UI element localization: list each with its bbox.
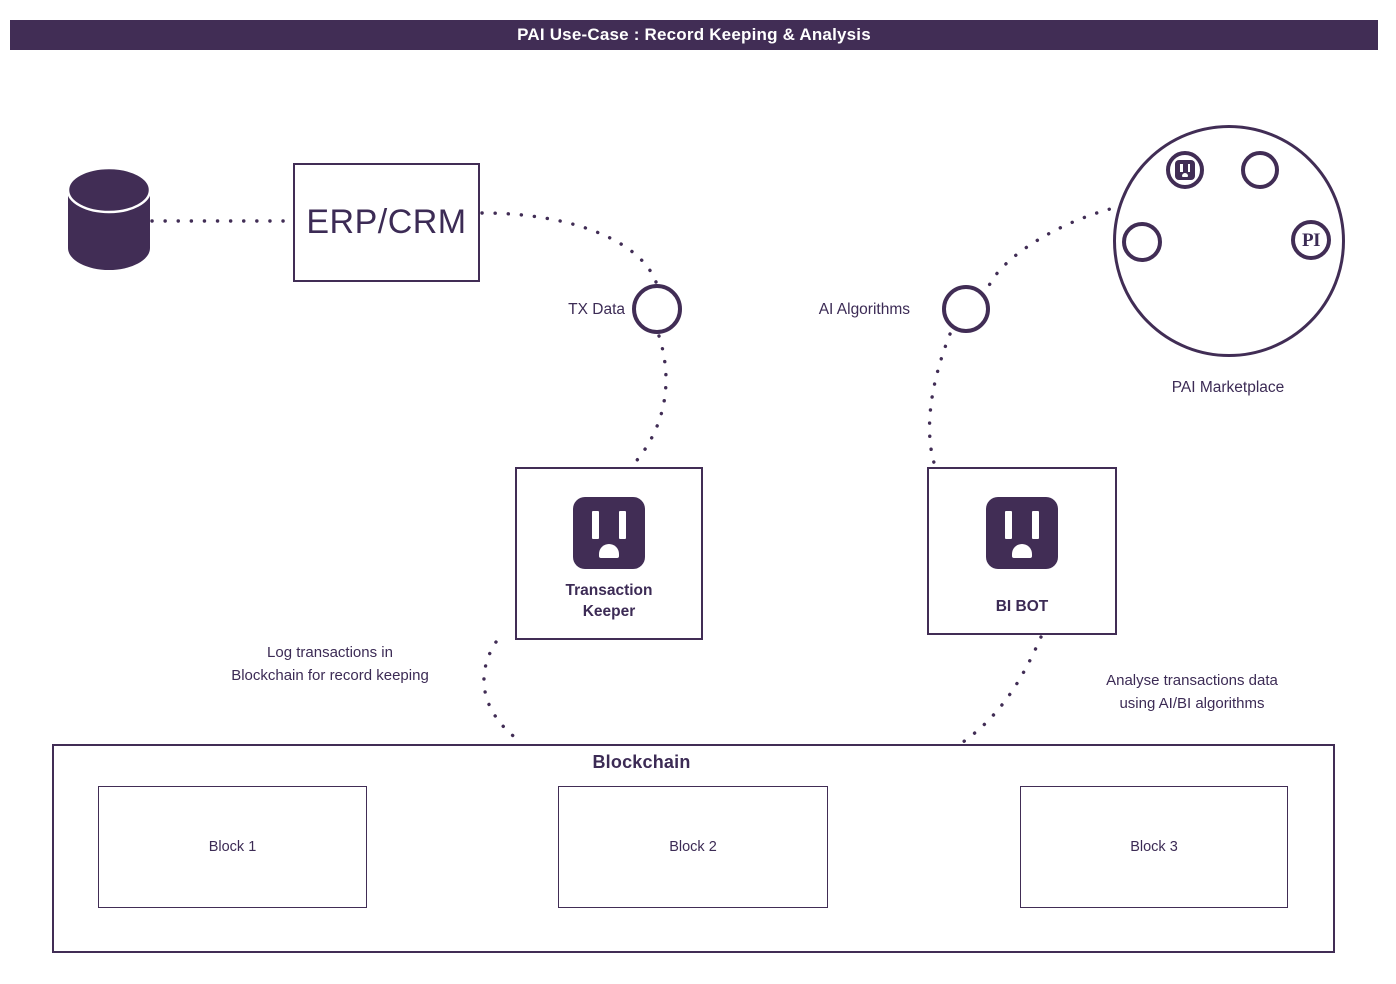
connector-txdata-keeper: [630, 334, 668, 468]
bi-bot-box[interactable]: BI BOT: [927, 467, 1117, 635]
block-label: Block 1: [208, 839, 257, 855]
block-label: Block 3: [1130, 839, 1178, 855]
power-outlet-icon: [986, 497, 1058, 569]
block-label: Block 2: [669, 839, 717, 855]
block-2[interactable]: Block 2: [558, 786, 828, 908]
marketplace-dna-helix-icon[interactable]: [1241, 151, 1279, 189]
analyse-line1: Analyse transactions data: [1106, 672, 1278, 689]
analyse-line2: using AI/BI algorithms: [1119, 694, 1265, 712]
log-transactions-line2: Blockchain for record keeping: [231, 666, 429, 684]
database-cylinder: [66, 166, 152, 270]
block-3[interactable]: Block 3: [1020, 786, 1288, 908]
transaction-keeper-box[interactable]: Transaction Keeper: [515, 467, 703, 640]
transaction-keeper-label-line2: Keeper: [582, 602, 636, 620]
analyse-transactions-annotation: Analyse transactions data using AI/BI al…: [1042, 670, 1342, 715]
pai-marketplace-label: PAI Marketplace: [1171, 379, 1285, 396]
transaction-keeper-label-line1: Transaction: [565, 582, 653, 599]
bi-bot-label: BI BOT: [995, 598, 1049, 615]
power-outlet-icon: [573, 497, 645, 569]
ai-algorithms-badge[interactable]: [942, 285, 990, 333]
marketplace-power-outlet-icon[interactable]: [1166, 151, 1204, 189]
tx-data-label: TX Data: [568, 301, 625, 318]
log-transactions-line1: Log transactions in: [267, 644, 393, 661]
ai-algorithms-label: AI Algorithms: [818, 301, 910, 318]
page-title: PAI Use-Case : Record Keeping & Analysis: [517, 25, 871, 44]
marketplace-docker-whale-icon[interactable]: [1122, 222, 1162, 262]
erp-crm-label: ERP/CRM: [306, 203, 467, 241]
tx-data-badge[interactable]: [632, 284, 682, 334]
connector-erp-txdata: [480, 211, 658, 284]
page-title-bar: PAI Use-Case : Record Keeping & Analysis: [10, 20, 1378, 50]
connector-bibot-blockchain: [961, 635, 1043, 744]
power-outlet-icon: [1175, 160, 1195, 180]
block-1[interactable]: Block 1: [98, 786, 367, 908]
connector-keeper-blockchain: [482, 640, 523, 744]
pi-icon-label: PI: [1302, 229, 1321, 251]
log-transactions-annotation: Log transactions in Blockchain for recor…: [180, 642, 480, 687]
connector-marketplace-ai: [986, 204, 1124, 290]
marketplace-pi-icon[interactable]: PI: [1291, 220, 1331, 260]
connector-ai-bibot: [927, 332, 952, 468]
erp-crm-box[interactable]: ERP/CRM: [293, 163, 480, 282]
blockchain-title: Blockchain: [592, 752, 691, 772]
